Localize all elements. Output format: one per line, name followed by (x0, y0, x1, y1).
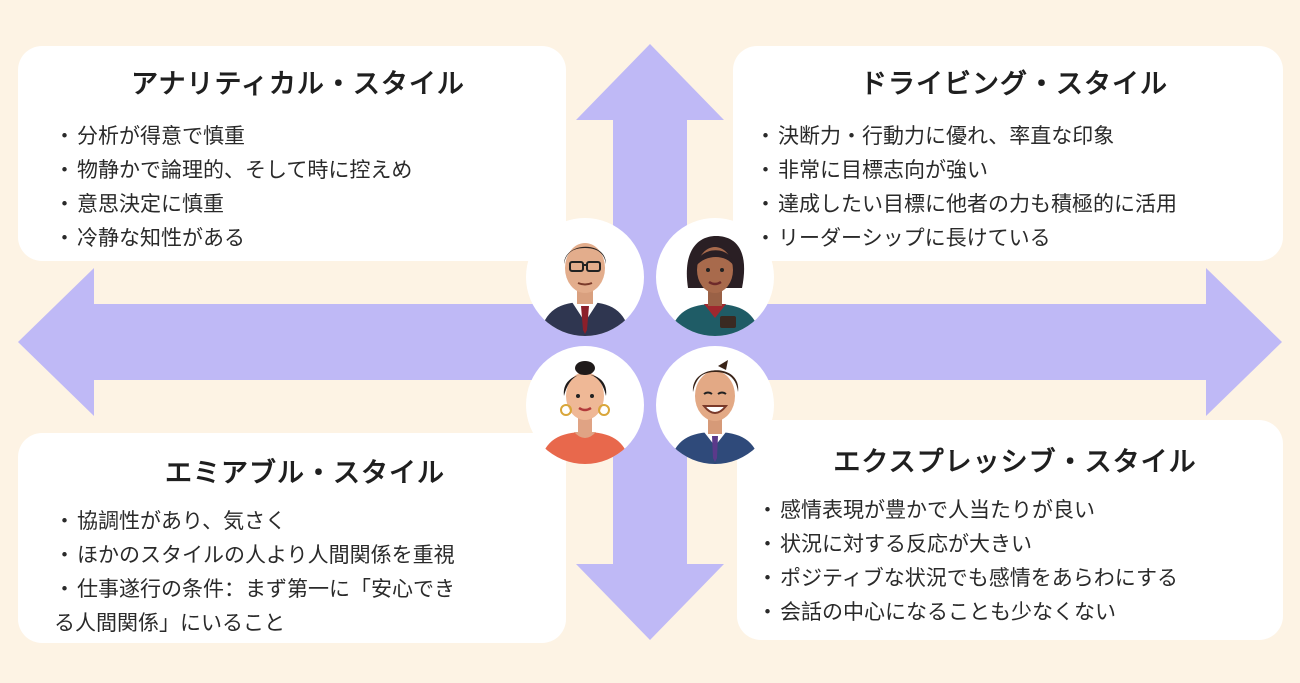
driving-list: ・決断力・行動力に優れ、率直な印象 ・非常に目標志向が強い ・達成したい目標に他… (755, 119, 1273, 255)
list-item: ・協調性があり、気さく (54, 509, 287, 533)
man-glasses-suit-avatar-icon (526, 218, 644, 336)
list-item: ・状況に対する反応が大きい (757, 532, 1032, 556)
amiable-list: ・協調性があり、気さく ・ほかのスタイルの人より人間関係を重視 ・仕事遂行の条件… (54, 504, 556, 640)
analytical-list: ・分析が得意で慎重 ・物静かで論理的、そして時に控えめ ・意思決定に慎重 ・冷静… (54, 119, 542, 255)
list-item: ・ポジティブな状況でも感情をあらわにする (757, 566, 1178, 590)
arrow-head-up (576, 44, 724, 120)
list-item: ・決断力・行動力に優れ、率直な印象 (755, 124, 1115, 148)
smiling-man-avatar-icon (656, 346, 774, 464)
list-item: ・達成したい目標に他者の力も積極的に活用 (755, 192, 1177, 216)
list-item: ・感情表現が豊かで人当たりが良い (757, 498, 1095, 522)
card-expressive-style: エクスプレッシブ・スタイル ・感情表現が豊かで人当たりが良い ・状況に対する反応… (737, 420, 1283, 640)
list-item: ・仕事遂行の条件：まず第一に「安心でき (54, 577, 455, 601)
expressive-title: エクスプレッシブ・スタイル (833, 447, 1197, 478)
expressive-list: ・感情表現が豊かで人当たりが良い ・状況に対する反応が大きい ・ポジティブな状況… (757, 493, 1273, 629)
list-item: ・冷静な知性がある (54, 226, 245, 250)
card-analytical-style: アナリティカル・スタイル ・分析が得意で慎重 ・物静かで論理的、そして時に控えめ… (18, 46, 566, 261)
list-item: ・物静かで論理的、そして時に控えめ (54, 158, 413, 182)
horizontal-arrow-shaft (90, 304, 1210, 380)
woman-earrings-avatar-icon (526, 346, 644, 464)
amiable-title: エミアブル・スタイル (165, 458, 445, 489)
arrow-head-down (576, 564, 724, 640)
list-item: ・リーダーシップに長けている (755, 226, 1051, 250)
list-item: ・ほかのスタイルの人より人間関係を重視 (54, 543, 455, 567)
list-item-continuation: る人間関係」にいること (54, 611, 285, 635)
arrow-head-left (18, 268, 94, 416)
arrow-head-right (1206, 268, 1282, 416)
woman-bob-suit-avatar-icon (656, 218, 774, 336)
list-item: ・非常に目標志向が強い (755, 158, 988, 182)
list-item: ・分析が得意で慎重 (54, 124, 245, 148)
analytical-title: アナリティカル・スタイル (131, 69, 465, 100)
card-driving-style: ドライビング・スタイル ・決断力・行動力に優れ、率直な印象 ・非常に目標志向が強… (733, 46, 1283, 261)
card-amiable-style: エミアブル・スタイル ・協調性があり、気さく ・ほかのスタイルの人より人間関係を… (18, 433, 566, 643)
list-item: ・意思決定に慎重 (54, 192, 224, 216)
arrow-shapes (18, 44, 1282, 640)
driving-title: ドライビング・スタイル (860, 69, 1168, 100)
list-item: ・会話の中心になることも少なくない (757, 600, 1116, 624)
